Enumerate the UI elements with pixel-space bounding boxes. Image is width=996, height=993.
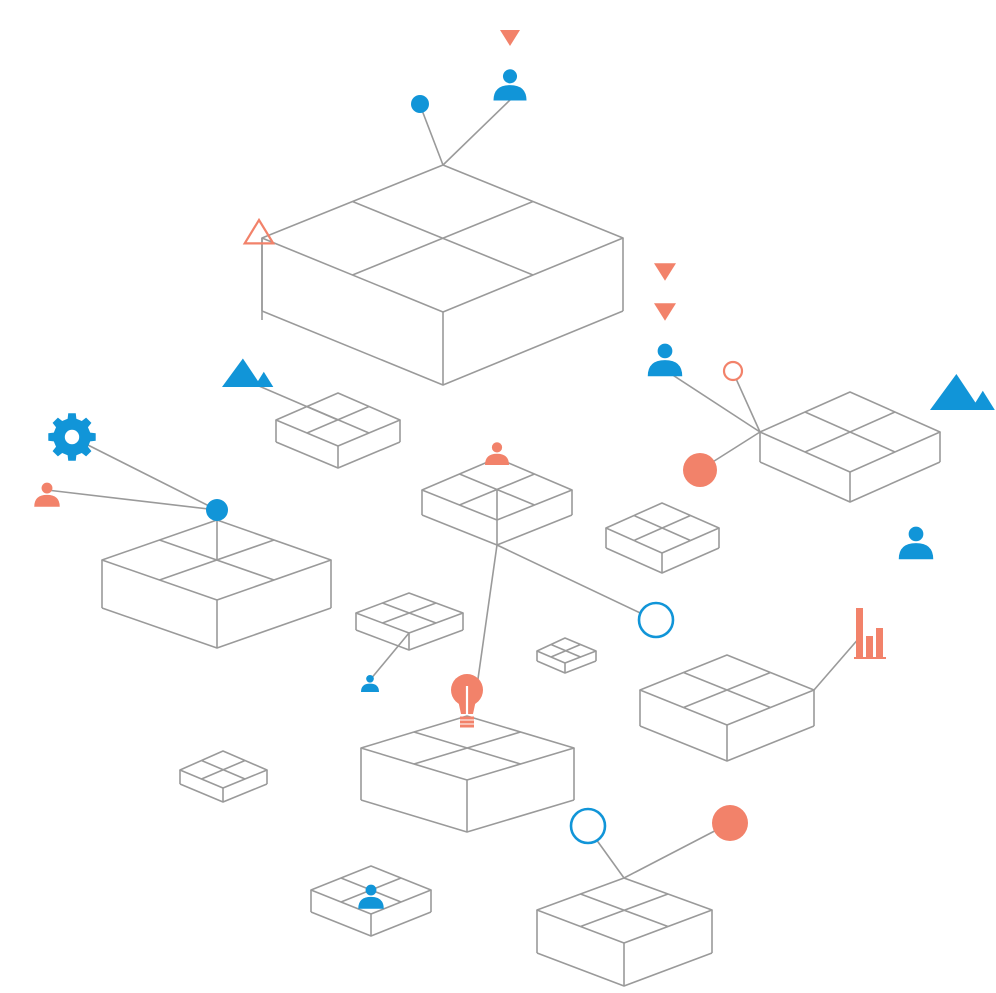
box-small-upper-left — [275, 392, 401, 469]
user-icon — [647, 343, 683, 377]
box-left-bottom-small — [179, 750, 268, 803]
connector-line — [71, 436, 218, 511]
box-cross-line — [201, 759, 246, 780]
filled-circle-icon — [206, 499, 228, 521]
box-center-small — [355, 592, 464, 651]
box-cross-line — [683, 671, 771, 709]
user-icon — [485, 442, 509, 465]
connector-line — [496, 544, 656, 621]
gear-icon — [48, 413, 96, 461]
bar-chart-icon — [854, 608, 886, 659]
mountain-icon — [930, 374, 995, 410]
connector-line — [732, 371, 761, 433]
box-center-bottom — [360, 715, 575, 833]
lightbulb-icon — [451, 674, 483, 728]
connector-line — [46, 489, 218, 511]
box-cross-line — [633, 514, 691, 542]
connector-line — [442, 99, 511, 166]
connector-line — [474, 544, 498, 701]
user-icon — [493, 69, 527, 101]
box-cross-line — [459, 473, 535, 506]
box-bottom-right — [536, 877, 713, 987]
connector-line — [664, 369, 761, 433]
user-icon — [898, 526, 934, 560]
box-cross-line — [352, 200, 534, 276]
user-icon — [358, 884, 384, 909]
connector-line — [813, 636, 861, 691]
filled-circle-icon — [712, 805, 748, 841]
box-cross-line — [580, 893, 669, 928]
box-cross-line — [550, 643, 581, 658]
box-cross-line — [804, 411, 896, 453]
connector-line — [623, 822, 731, 879]
icons-layer — [34, 30, 995, 909]
box-right-upper — [759, 391, 941, 503]
triangle-outline-icon — [242, 217, 276, 245]
boxes-layer — [101, 164, 941, 987]
triangle-down-icon — [500, 30, 520, 46]
links-layer — [46, 99, 861, 879]
box-cross-line — [413, 731, 521, 765]
user-icon — [361, 674, 379, 692]
box-right-mid-small — [605, 502, 720, 574]
connector-line — [369, 632, 410, 681]
box-cross-line — [382, 602, 437, 624]
box-main-top — [261, 164, 624, 386]
user-icon — [34, 482, 60, 507]
box-tiny-center — [536, 637, 597, 674]
connector-line — [419, 104, 444, 166]
filled-circle-icon — [411, 95, 429, 113]
triangle-down-icon — [654, 263, 676, 281]
ring-icon — [722, 360, 744, 382]
ring-icon — [637, 601, 675, 639]
ring-icon — [569, 807, 607, 845]
mountain-icon — [222, 358, 274, 387]
box-right-lower — [639, 654, 815, 762]
triangle-down-icon — [654, 303, 676, 321]
filled-circle-icon — [683, 453, 717, 487]
